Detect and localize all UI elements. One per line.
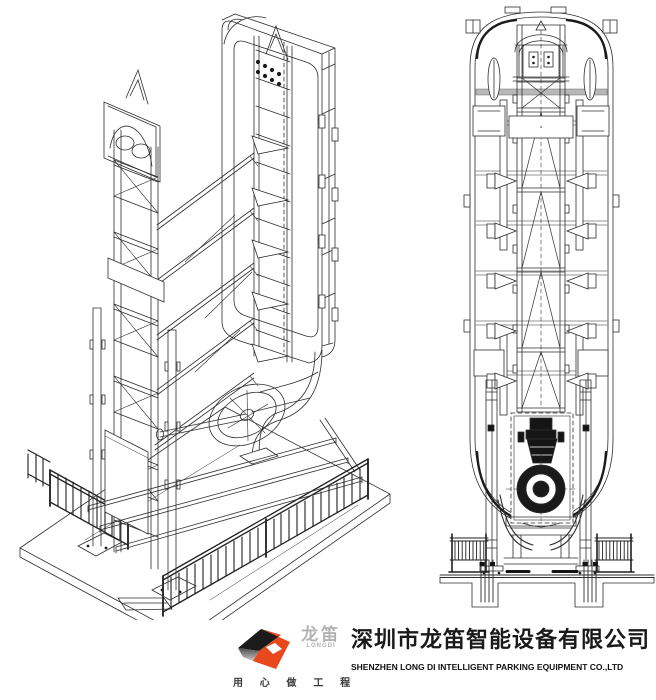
crown-bolts	[255, 59, 282, 87]
counterweight-panel	[508, 115, 574, 139]
door-panel	[104, 429, 149, 535]
company-logo	[238, 629, 290, 669]
entry-ramp	[117, 597, 173, 611]
pallet-wedges	[251, 135, 290, 363]
base-plate	[19, 406, 391, 620]
top-arch	[512, 20, 570, 82]
brand-latin: LONGDI	[306, 643, 336, 649]
brand-block: 龙笛 LONGDI	[294, 626, 348, 650]
logo-cube-face-left	[238, 648, 259, 661]
pallet-brackets	[486, 172, 597, 390]
company-name-zh: 深圳市龙笛智能设备有限公司	[351, 627, 651, 652]
technical-drawings	[19, 6, 655, 620]
gantry-frame	[77, 307, 197, 601]
logo-cube-face-top	[238, 629, 281, 651]
drive-unit	[505, 412, 577, 524]
perimeter-fence	[27, 449, 369, 617]
foundation-pits	[439, 559, 655, 608]
platform-beams	[87, 437, 363, 554]
brand-characters: 龙笛	[301, 625, 341, 644]
footer: 龙笛 LONGDI 用 心 做 工 程 深圳市龙笛智能设备有限公司 SHENZH…	[0, 612, 656, 700]
center-mast	[512, 24, 570, 413]
pallet-hanger-discs	[487, 57, 597, 101]
logo-cube-icon	[238, 629, 290, 669]
chain-loop-frame	[221, 13, 339, 364]
logo-cube-hole	[266, 643, 282, 654]
drive-wheel	[156, 349, 361, 473]
support-columns	[479, 379, 600, 575]
chain-guide-curve	[251, 349, 323, 459]
brand-tagline: 用 心 做 工 程	[233, 678, 358, 689]
isometric-view-drawing	[19, 13, 391, 620]
outer-guide-band	[463, 6, 620, 528]
diagonal-braces	[154, 152, 259, 451]
company-name-en: SHENZHEN LONG DI INTELLIGENT PARKING EQU…	[351, 662, 624, 672]
side-fences	[448, 533, 635, 573]
front-elevation-drawing	[439, 6, 655, 608]
tower-crown	[103, 68, 161, 183]
